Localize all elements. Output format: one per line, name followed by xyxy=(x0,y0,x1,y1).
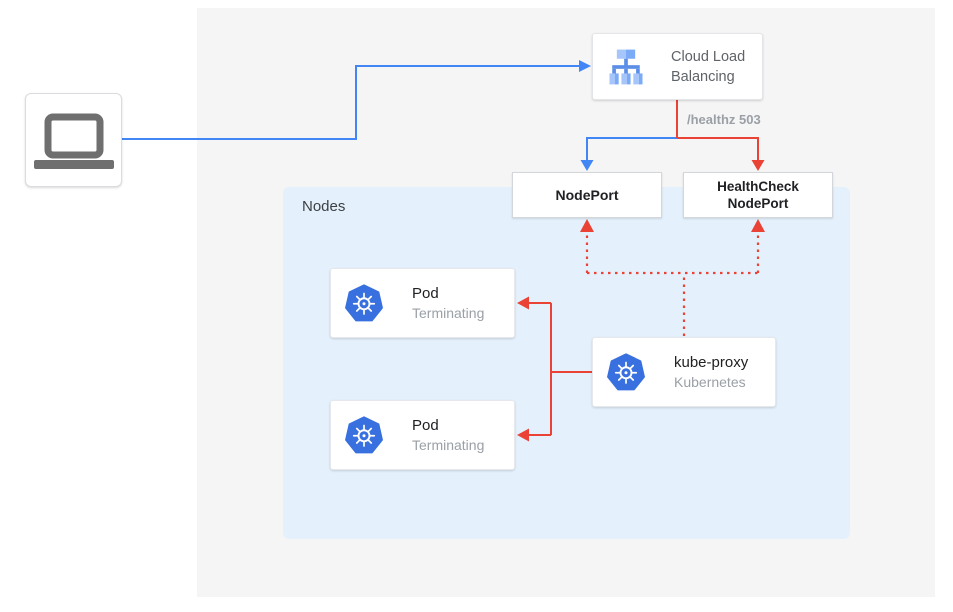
client-laptop-card xyxy=(25,93,122,187)
pod-title: Pod xyxy=(412,417,439,434)
nodeport-box: NodePort xyxy=(512,172,662,218)
kube-proxy-subtitle: Kubernetes xyxy=(674,374,746,390)
nodeport-label: NodePort xyxy=(555,187,619,203)
pod-status: Terminating xyxy=(412,437,485,453)
pod-status: Terminating xyxy=(412,305,485,321)
nodes-label: Nodes xyxy=(302,198,346,215)
kubernetes-icon xyxy=(345,284,383,322)
laptop-icon xyxy=(33,113,114,169)
cloud-load-balancing-icon xyxy=(604,45,648,89)
kubernetes-icon xyxy=(345,416,383,454)
pod-title: Pod xyxy=(412,285,439,302)
healthcheck-nodeport-box: HealthCheck NodePort xyxy=(683,172,833,218)
kubernetes-icon xyxy=(607,353,645,391)
kube-proxy-card: kube-proxy Kubernetes xyxy=(592,337,776,407)
pod-card: Pod Terminating xyxy=(330,268,515,338)
cloud-load-balancing-label: Cloud Load Balancing xyxy=(671,48,746,85)
cloud-load-balancing-card: Cloud Load Balancing xyxy=(592,33,763,100)
kube-proxy-title: kube-proxy xyxy=(674,354,749,371)
healthz-503-label: /healthz 503 xyxy=(687,112,761,127)
healthcheck-nodeport-label: HealthCheck NodePort xyxy=(717,179,799,211)
pod-card: Pod Terminating xyxy=(330,400,515,470)
